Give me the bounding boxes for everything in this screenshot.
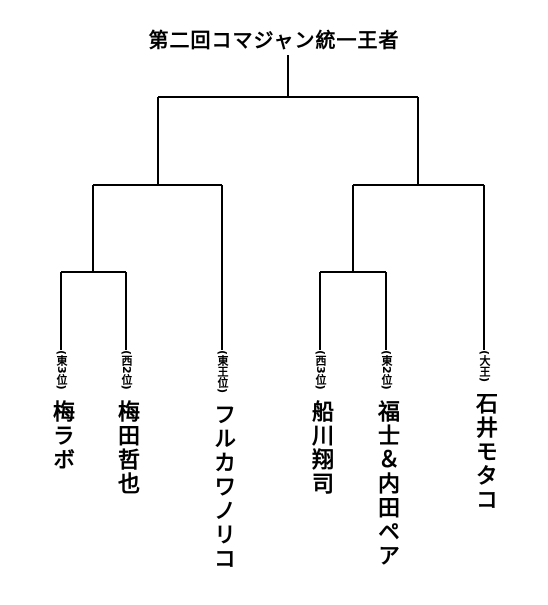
competitor-funakawa: (西3位) 船川翔司 bbox=[304, 350, 336, 496]
competitor-name: 福士＆内田ペア bbox=[374, 399, 399, 568]
competitor-umeda: (西2位) 梅田哲也 bbox=[110, 350, 142, 496]
competitor-rank: (東3位) bbox=[55, 350, 68, 390]
competitor-name: 石井モタコ bbox=[472, 392, 497, 513]
competitor-umelabo: (東3位) 梅ラボ bbox=[45, 350, 77, 472]
competitor-name: フルカワノリコ bbox=[210, 403, 235, 572]
competitor-ishii: (大王) 石井モタコ bbox=[468, 350, 500, 512]
bracket-title: 第二回コマジャン統一王者 bbox=[148, 28, 400, 52]
competitor-rank: (東2位) bbox=[380, 350, 393, 390]
competitor-furukawa: (東王位) フルカワノリコ bbox=[206, 350, 238, 571]
competitor-rank: (大王) bbox=[478, 350, 491, 383]
competitor-name: 船川翔司 bbox=[308, 399, 333, 496]
competitor-rank: (西3位) bbox=[314, 350, 327, 390]
competitor-rank: (西2位) bbox=[120, 350, 133, 390]
competitor-rank: (東王位) bbox=[216, 350, 229, 394]
competitor-name: 梅ラボ bbox=[49, 399, 74, 472]
competitor-fukushi-uchida: (東2位) 福士＆内田ペア bbox=[370, 350, 402, 568]
competitor-name: 梅田哲也 bbox=[114, 399, 139, 496]
